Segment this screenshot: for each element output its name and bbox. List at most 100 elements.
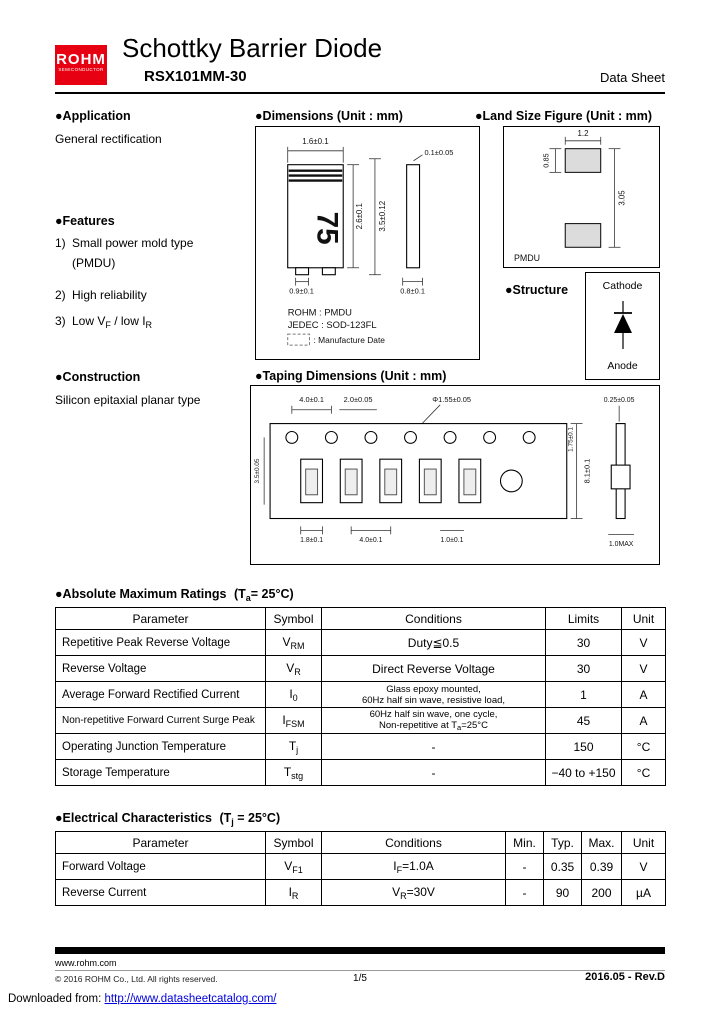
package-marking: 75 — [310, 212, 343, 245]
unit-cell: µA — [621, 879, 666, 906]
feature-item-1-line2: (PMDU) — [72, 256, 116, 270]
package-front-view — [287, 164, 344, 269]
table-row: Forward Voltage VF1 IF=1.0A - 0.35 0.39 … — [55, 853, 666, 880]
table-row: Reverse Current IR VR=30V - 90 200 µA — [55, 879, 666, 906]
revision-label: 2016.05 - Rev.D — [585, 971, 665, 983]
dim-label-width: 1.6±0.1 — [302, 137, 329, 146]
dim-label-pocket-width: 1.8±0.1 — [300, 537, 323, 544]
dim-label-pad-span: 3.05 — [617, 190, 626, 206]
construction-heading: ●Construction — [55, 370, 141, 384]
land-size-figure-box: 1.2 0.85 3.05 PMDU — [503, 126, 660, 268]
col-header-conditions: Conditions — [321, 607, 546, 630]
feature-item-3: 3)Low VF / low IR — [55, 314, 152, 330]
copyright: © 2016 ROHM Co., Ltd. All rights reserve… — [55, 974, 218, 984]
feature-text: High reliability — [72, 288, 147, 302]
application-heading: ●Application — [55, 109, 131, 123]
download-source-line: Downloaded from: http://www.datasheetcat… — [8, 993, 277, 1005]
datasheetcatalog-link[interactable]: http://www.datasheetcatalog.com/ — [104, 993, 277, 1005]
land-package-name: PMDU — [514, 253, 540, 263]
dim-label-edge: 1.75±0.1 — [568, 427, 575, 452]
dim-label-hole-pitch: 4.0±0.1 — [299, 395, 324, 404]
taping-drawing: 4.0±0.1 2.0±0.05 Φ1.55±0.05 — [254, 395, 635, 548]
dim-label-standoff: 0.1±0.05 — [424, 148, 453, 157]
table-row: Repetitive Peak Reverse Voltage VRM Duty… — [55, 629, 666, 656]
dim-label-max-height: 1.0MAX — [609, 541, 634, 548]
land-size-drawing: 1.2 0.85 3.05 PMDU — [514, 129, 626, 263]
limit-cell: 30 — [545, 629, 622, 656]
feature-item-1: 1) Small power mold type — [55, 236, 193, 250]
symbol-cell: VF1 — [265, 853, 322, 880]
symbol-cell: Tj — [265, 733, 322, 760]
unit-cell: V — [621, 853, 666, 880]
subscript: R — [145, 320, 153, 330]
package-lead-left — [295, 267, 310, 276]
limit-cell: −40 to +150 — [545, 759, 622, 786]
feature-item-2: 2) High reliability — [55, 288, 147, 302]
col-header-unit: Unit — [621, 607, 666, 630]
symbol-cell: I0 — [265, 681, 322, 708]
table-header-row: Parameter Symbol Conditions Limits Unit — [55, 607, 666, 630]
dim-label-pocket-pitch: 4.0±0.1 — [359, 537, 382, 544]
unit-cell: °C — [621, 733, 666, 760]
table-header-row: Parameter Symbol Conditions Min. Typ. Ma… — [55, 831, 666, 854]
typ-cell: 90 — [543, 879, 582, 906]
construction-body: Silicon epitaxial planar type — [55, 393, 201, 407]
feature-text: Low V — [72, 314, 106, 328]
feature-number: 2) — [55, 288, 66, 302]
dim-label-pocket-length: 1.0±0.1 — [441, 537, 464, 544]
package-name-jedec: JEDEC : SOD-123FL — [288, 319, 377, 330]
unit-cell: °C — [621, 759, 666, 786]
tape-pocket-round — [499, 469, 523, 493]
conditions-cell: - — [321, 733, 546, 760]
manufacture-date-note: : Manufacture Date — [313, 335, 385, 345]
conditions-cell: 60Hz half sin wave, one cycle, Non-repet… — [321, 707, 546, 734]
symbol-cell: Tstg — [265, 759, 322, 786]
abs-max-heading: ●Absolute Maximum Ratings (Ta= 25°C) — [55, 587, 294, 603]
conditions-cell: Direct Reverse Voltage — [321, 655, 546, 682]
absolute-maximum-ratings-table: Parameter Symbol Conditions Limits Unit … — [55, 607, 666, 786]
table-row: Operating Junction Temperature Tj - 150 … — [55, 733, 666, 760]
dim-label-pad-width: 1.2 — [578, 129, 589, 138]
parameter-cell: Reverse Current — [55, 879, 266, 906]
header-divider — [55, 92, 665, 94]
unit-cell: V — [621, 629, 666, 656]
table-row: Average Forward Rectified Current I0 Gla… — [55, 681, 666, 708]
max-cell: 200 — [581, 879, 622, 906]
feature-text: Small power mold type — [72, 236, 194, 250]
conditions-cell: IF=1.0A — [321, 853, 506, 880]
unit-cell: A — [621, 707, 666, 734]
electrical-characteristics-table: Parameter Symbol Conditions Min. Typ. Ma… — [55, 831, 666, 906]
dimensions-heading: ●Dimensions (Unit : mm) — [255, 109, 403, 123]
min-cell: - — [505, 853, 544, 880]
rohm-website: www.rohm.com — [55, 958, 117, 968]
col-header-conditions: Conditions — [321, 831, 506, 854]
table-row: Storage Temperature Tstg - −40 to +150 °… — [55, 759, 666, 786]
footer-black-bar — [55, 947, 665, 954]
land-pad-bottom — [564, 223, 602, 248]
conditions-cell: VR=30V — [321, 879, 506, 906]
col-header-typ: Typ. — [543, 831, 582, 854]
feature-number: 1) — [55, 236, 66, 250]
dim-label-lead-right: 0.8±0.1 — [400, 287, 425, 296]
taping-figure-box: 4.0±0.1 2.0±0.05 Φ1.55±0.05 — [250, 385, 660, 565]
col-header-limits: Limits — [545, 607, 622, 630]
manufacture-date-swatch — [287, 333, 311, 346]
symbol-cell: VRM — [265, 629, 322, 656]
download-label: Downloaded from: — [8, 993, 105, 1005]
col-header-parameter: Parameter — [55, 607, 266, 630]
features-heading: ●Features — [55, 214, 115, 228]
anode-label: Anode — [607, 360, 638, 372]
package-side-view — [406, 164, 421, 269]
parameter-cell: Storage Temperature — [55, 759, 266, 786]
rohm-logo-text: ROHM — [56, 51, 106, 68]
parameter-cell: Forward Voltage — [55, 853, 266, 880]
page-title: Schottky Barrier Diode — [122, 33, 383, 63]
symbol-cell: VR — [265, 655, 322, 682]
parameter-cell: Repetitive Peak Reverse Voltage — [55, 629, 266, 656]
part-number: RSX101MM-30 — [144, 68, 247, 85]
package-name-rohm: ROHM : PMDU — [288, 306, 352, 317]
dim-label-tape-width: 8.1±0.1 — [582, 459, 591, 484]
cathode-label: Cathode — [602, 280, 643, 292]
symbol-cell: IR — [265, 879, 322, 906]
dim-label-tape-thickness: 0.25±0.05 — [604, 397, 635, 404]
